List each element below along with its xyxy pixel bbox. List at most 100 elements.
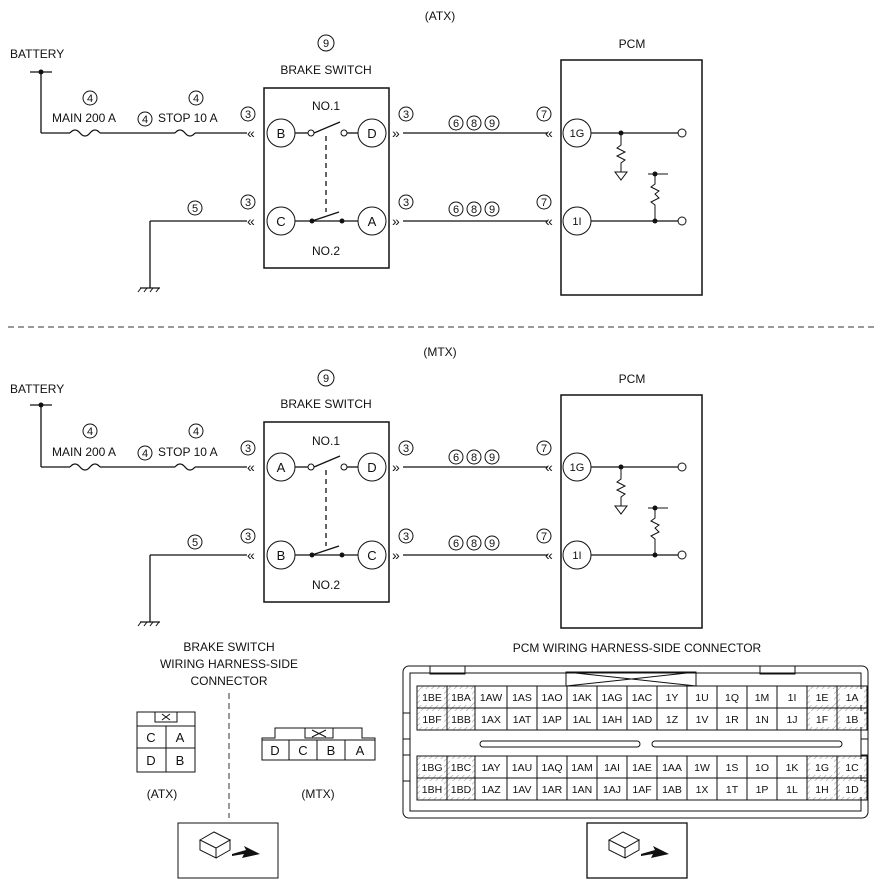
pcm-pin-label: 1R — [725, 714, 739, 726]
pcm-pin-label: 1AO — [541, 692, 562, 704]
svg-text:D: D — [146, 753, 155, 768]
pcm-box — [560, 59, 703, 296]
svg-text:B: B — [327, 743, 336, 758]
pcm-pin-label: 1AX — [481, 714, 501, 726]
svg-text:C: C — [298, 743, 307, 758]
svg-text:9: 9 — [489, 118, 495, 130]
svg-text:7: 7 — [541, 197, 547, 209]
svg-text:9: 9 — [489, 204, 495, 216]
ref-circle: 3 — [240, 106, 256, 122]
pcm-pin-label: 1Q — [725, 692, 739, 704]
svg-text:«: « — [545, 213, 553, 229]
pcm-pin-label: 1BG — [421, 762, 442, 774]
pcm-pin-label: 1S — [726, 762, 739, 774]
ref-circle: 4 — [188, 90, 204, 106]
svg-text:1G: 1G — [570, 462, 585, 474]
pcm-cell-inner — [810, 759, 834, 775]
mtx-diagram: (MTX) BATTERY 4 MAIN 200 A 4 4 STOP 10 A… — [10, 345, 703, 629]
svg-text:B: B — [277, 126, 286, 141]
svg-text:»: » — [392, 125, 400, 141]
svg-text:4: 4 — [142, 114, 148, 126]
svg-text:3: 3 — [403, 109, 409, 121]
pcm-pin-label: 1AF — [632, 784, 651, 796]
svg-text:C: C — [276, 214, 285, 229]
pcm-cell-inner — [840, 759, 864, 775]
pcm-pin-label: 1G — [815, 762, 829, 774]
svg-text:3: 3 — [403, 197, 409, 209]
svg-text:3: 3 — [245, 531, 251, 543]
pcm-pin-label: 1AP — [542, 714, 562, 726]
pcm-pin-label: 1AE — [632, 762, 652, 774]
pcm-pin-label: 1K — [786, 762, 799, 774]
ref-circle: 9 — [317, 369, 335, 387]
pcm-pin-label: 1AA — [662, 762, 682, 774]
ref-group: 6 8 9 — [448, 201, 500, 217]
pcm-pin-label: 1A — [846, 692, 859, 704]
stop-fuse-label: STOP 10 A — [158, 445, 218, 459]
pcm-pin-label: 1AN — [572, 784, 592, 796]
svg-text:9: 9 — [323, 38, 329, 50]
svg-text:9: 9 — [489, 452, 495, 464]
atx-diagram: (ATX) BATTERY 4 MAIN 200 A 4 4 STOP 10 A… — [10, 9, 703, 296]
svg-text:4: 4 — [87, 426, 93, 438]
ref-circle: 7 — [536, 106, 552, 122]
pcm-pin-label: 1H — [815, 784, 828, 796]
ref-circle: 3 — [240, 528, 256, 544]
ref-circle: 5 — [187, 534, 203, 550]
ref-circle: 3 — [398, 528, 414, 544]
svg-text:B: B — [176, 753, 185, 768]
ref-circle: 3 — [398, 106, 414, 122]
svg-text:«: « — [247, 213, 255, 229]
pcm-pin-label: 1AQ — [541, 762, 562, 774]
brake-switch-connector-section: BRAKE SWITCH WIRING HARNESS-SIDE CONNECT… — [136, 640, 376, 879]
ref-circle: 4 — [82, 90, 98, 106]
pcm-title: PCM — [619, 372, 646, 386]
pcm-pin-label: 1L — [786, 784, 798, 796]
svg-text:7: 7 — [541, 531, 547, 543]
ref-circle: 4 — [137, 445, 153, 461]
pcm-pin-label: 1AS — [512, 692, 532, 704]
pcm-pin-label: 1F — [816, 714, 828, 726]
atx-connector-label: (ATX) — [147, 787, 177, 801]
pcm-pin-label: 1I — [788, 692, 797, 704]
pcm-pin-label: 1BC — [451, 762, 472, 774]
resistor-icon — [615, 133, 627, 172]
pcm-cell-inner — [810, 689, 834, 705]
stop-fuse-icon — [174, 129, 196, 137]
brake-switch-box — [263, 421, 390, 603]
svg-text:A: A — [176, 730, 185, 745]
brake-connector-title-3: CONNECTOR — [190, 674, 267, 688]
pcm-pin-label: 1Y — [666, 692, 679, 704]
pcm-cell-inner — [840, 689, 864, 705]
svg-text:3: 3 — [245, 109, 251, 121]
svg-text:A: A — [356, 743, 365, 758]
svg-text:3: 3 — [245, 197, 251, 209]
main-fuse-label: MAIN 200 A — [52, 445, 116, 459]
pcm-pin-label: 1AR — [542, 784, 563, 796]
mtx-connector: D C B A (MTX) — [261, 727, 376, 801]
svg-text:A: A — [277, 460, 286, 475]
svg-text:3: 3 — [403, 531, 409, 543]
pcm-cell-inner — [810, 711, 834, 727]
svg-text:5: 5 — [192, 203, 198, 215]
pcm-cell-inner — [450, 781, 472, 797]
pcm-pin-label: 1P — [756, 784, 769, 796]
mtx-connector-label: (MTX) — [301, 787, 334, 801]
resistor-icon — [615, 467, 627, 506]
pcm-cell-inner — [420, 759, 444, 775]
main-fuse-icon — [69, 463, 101, 471]
svg-text:1I: 1I — [572, 550, 581, 562]
svg-text:9: 9 — [489, 538, 495, 550]
pcm-title: PCM — [619, 37, 646, 51]
pcm-pin-label: 1BA — [451, 692, 471, 704]
svg-text:1I: 1I — [572, 216, 581, 228]
ref-circle: 9 — [317, 34, 335, 52]
pcm-cell — [836, 777, 868, 801]
ref-group: 6 8 9 — [448, 535, 500, 551]
svg-text:4: 4 — [142, 448, 148, 460]
ref-circle: 5 — [187, 200, 203, 216]
svg-text:6: 6 — [453, 452, 459, 464]
svg-text:8: 8 — [471, 538, 477, 550]
ref-circle: 3 — [398, 194, 414, 210]
